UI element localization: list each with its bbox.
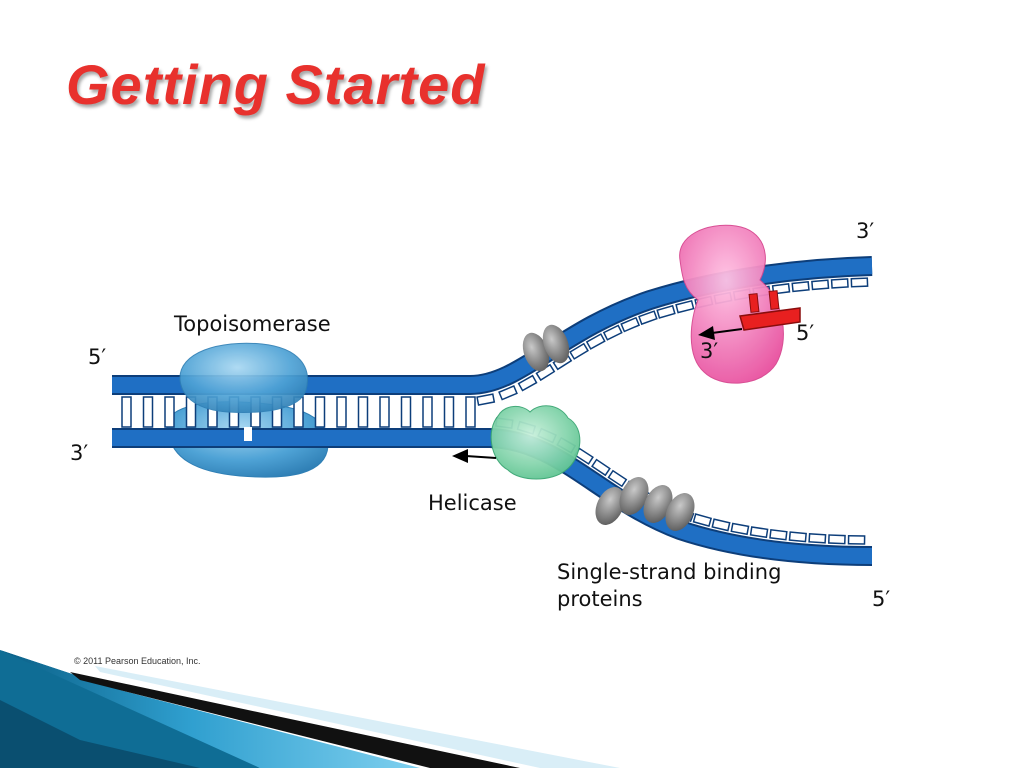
lower-strand-base	[847, 534, 866, 545]
topoisomerase-front-lobe	[179, 342, 308, 413]
base-pair	[400, 396, 412, 428]
helicase-label: Helicase	[428, 491, 517, 515]
upper-strand-base	[585, 333, 606, 350]
upper-strand-base	[830, 278, 849, 289]
upper-strand-base	[850, 277, 869, 288]
slide-title: Getting Started	[66, 53, 486, 116]
upper-strand-base	[569, 342, 589, 360]
helicase-protein	[490, 405, 581, 480]
right-bottom-end-label: 5′	[872, 587, 891, 611]
lower-strand-base	[769, 529, 788, 541]
left-top-end-label: 5′	[88, 345, 107, 369]
base-pair	[142, 396, 154, 428]
primer-3-label: 3′	[700, 339, 719, 363]
lower-strand-base	[788, 531, 807, 543]
copyright-notice: © 2011 Pearson Education, Inc.	[74, 656, 201, 666]
upper-strand-base	[656, 304, 676, 319]
base-pair	[121, 396, 132, 428]
base-pair	[336, 396, 347, 428]
lower-strand-base	[827, 534, 846, 545]
right-top-end-label: 3′	[856, 219, 875, 243]
base-pair	[379, 396, 390, 428]
primase-protein	[679, 224, 784, 384]
dna-upper-backbone	[112, 258, 873, 393]
base-pair	[465, 396, 476, 428]
upper-strand-base	[675, 299, 695, 314]
ssb-proteins-upper	[522, 324, 570, 372]
left-bottom-end-label: 3′	[70, 441, 89, 465]
upper-strand-base	[638, 310, 658, 326]
lower-strand-base	[591, 458, 611, 477]
ssb-proteins-lower	[595, 477, 695, 531]
primer-5-label: 5′	[796, 321, 815, 345]
topoisomerase-label: Topoisomerase	[174, 312, 331, 336]
lower-strand-base	[607, 469, 628, 488]
upper-strand-base	[498, 385, 518, 401]
lower-strand-base	[730, 522, 750, 536]
ssb-label-line1: Single-strand binding	[557, 560, 782, 584]
decorative-corner-bands	[0, 650, 620, 768]
base-pair	[357, 396, 369, 428]
base-pair	[422, 396, 433, 428]
lower-strand-base	[749, 526, 769, 539]
helicase-arrow	[452, 449, 497, 463]
base-pair	[443, 396, 455, 428]
base-pair	[164, 396, 175, 428]
lower-strand-base	[808, 533, 827, 544]
upper-strand-base	[602, 324, 623, 341]
lower-strand-base	[711, 518, 731, 532]
strand-nick	[244, 427, 252, 441]
upper-strand-base	[811, 279, 830, 291]
primer-arrow	[698, 326, 743, 340]
rna-primer-icon	[739, 290, 801, 331]
upper-strand-base	[476, 393, 496, 406]
base-pair	[314, 396, 326, 428]
upper-strand-base	[791, 281, 810, 293]
ssb-label-line2: proteins	[557, 587, 643, 611]
upper-strand-base	[620, 316, 641, 333]
lower-strand-base	[692, 513, 713, 528]
upper-strand-base	[517, 374, 538, 392]
